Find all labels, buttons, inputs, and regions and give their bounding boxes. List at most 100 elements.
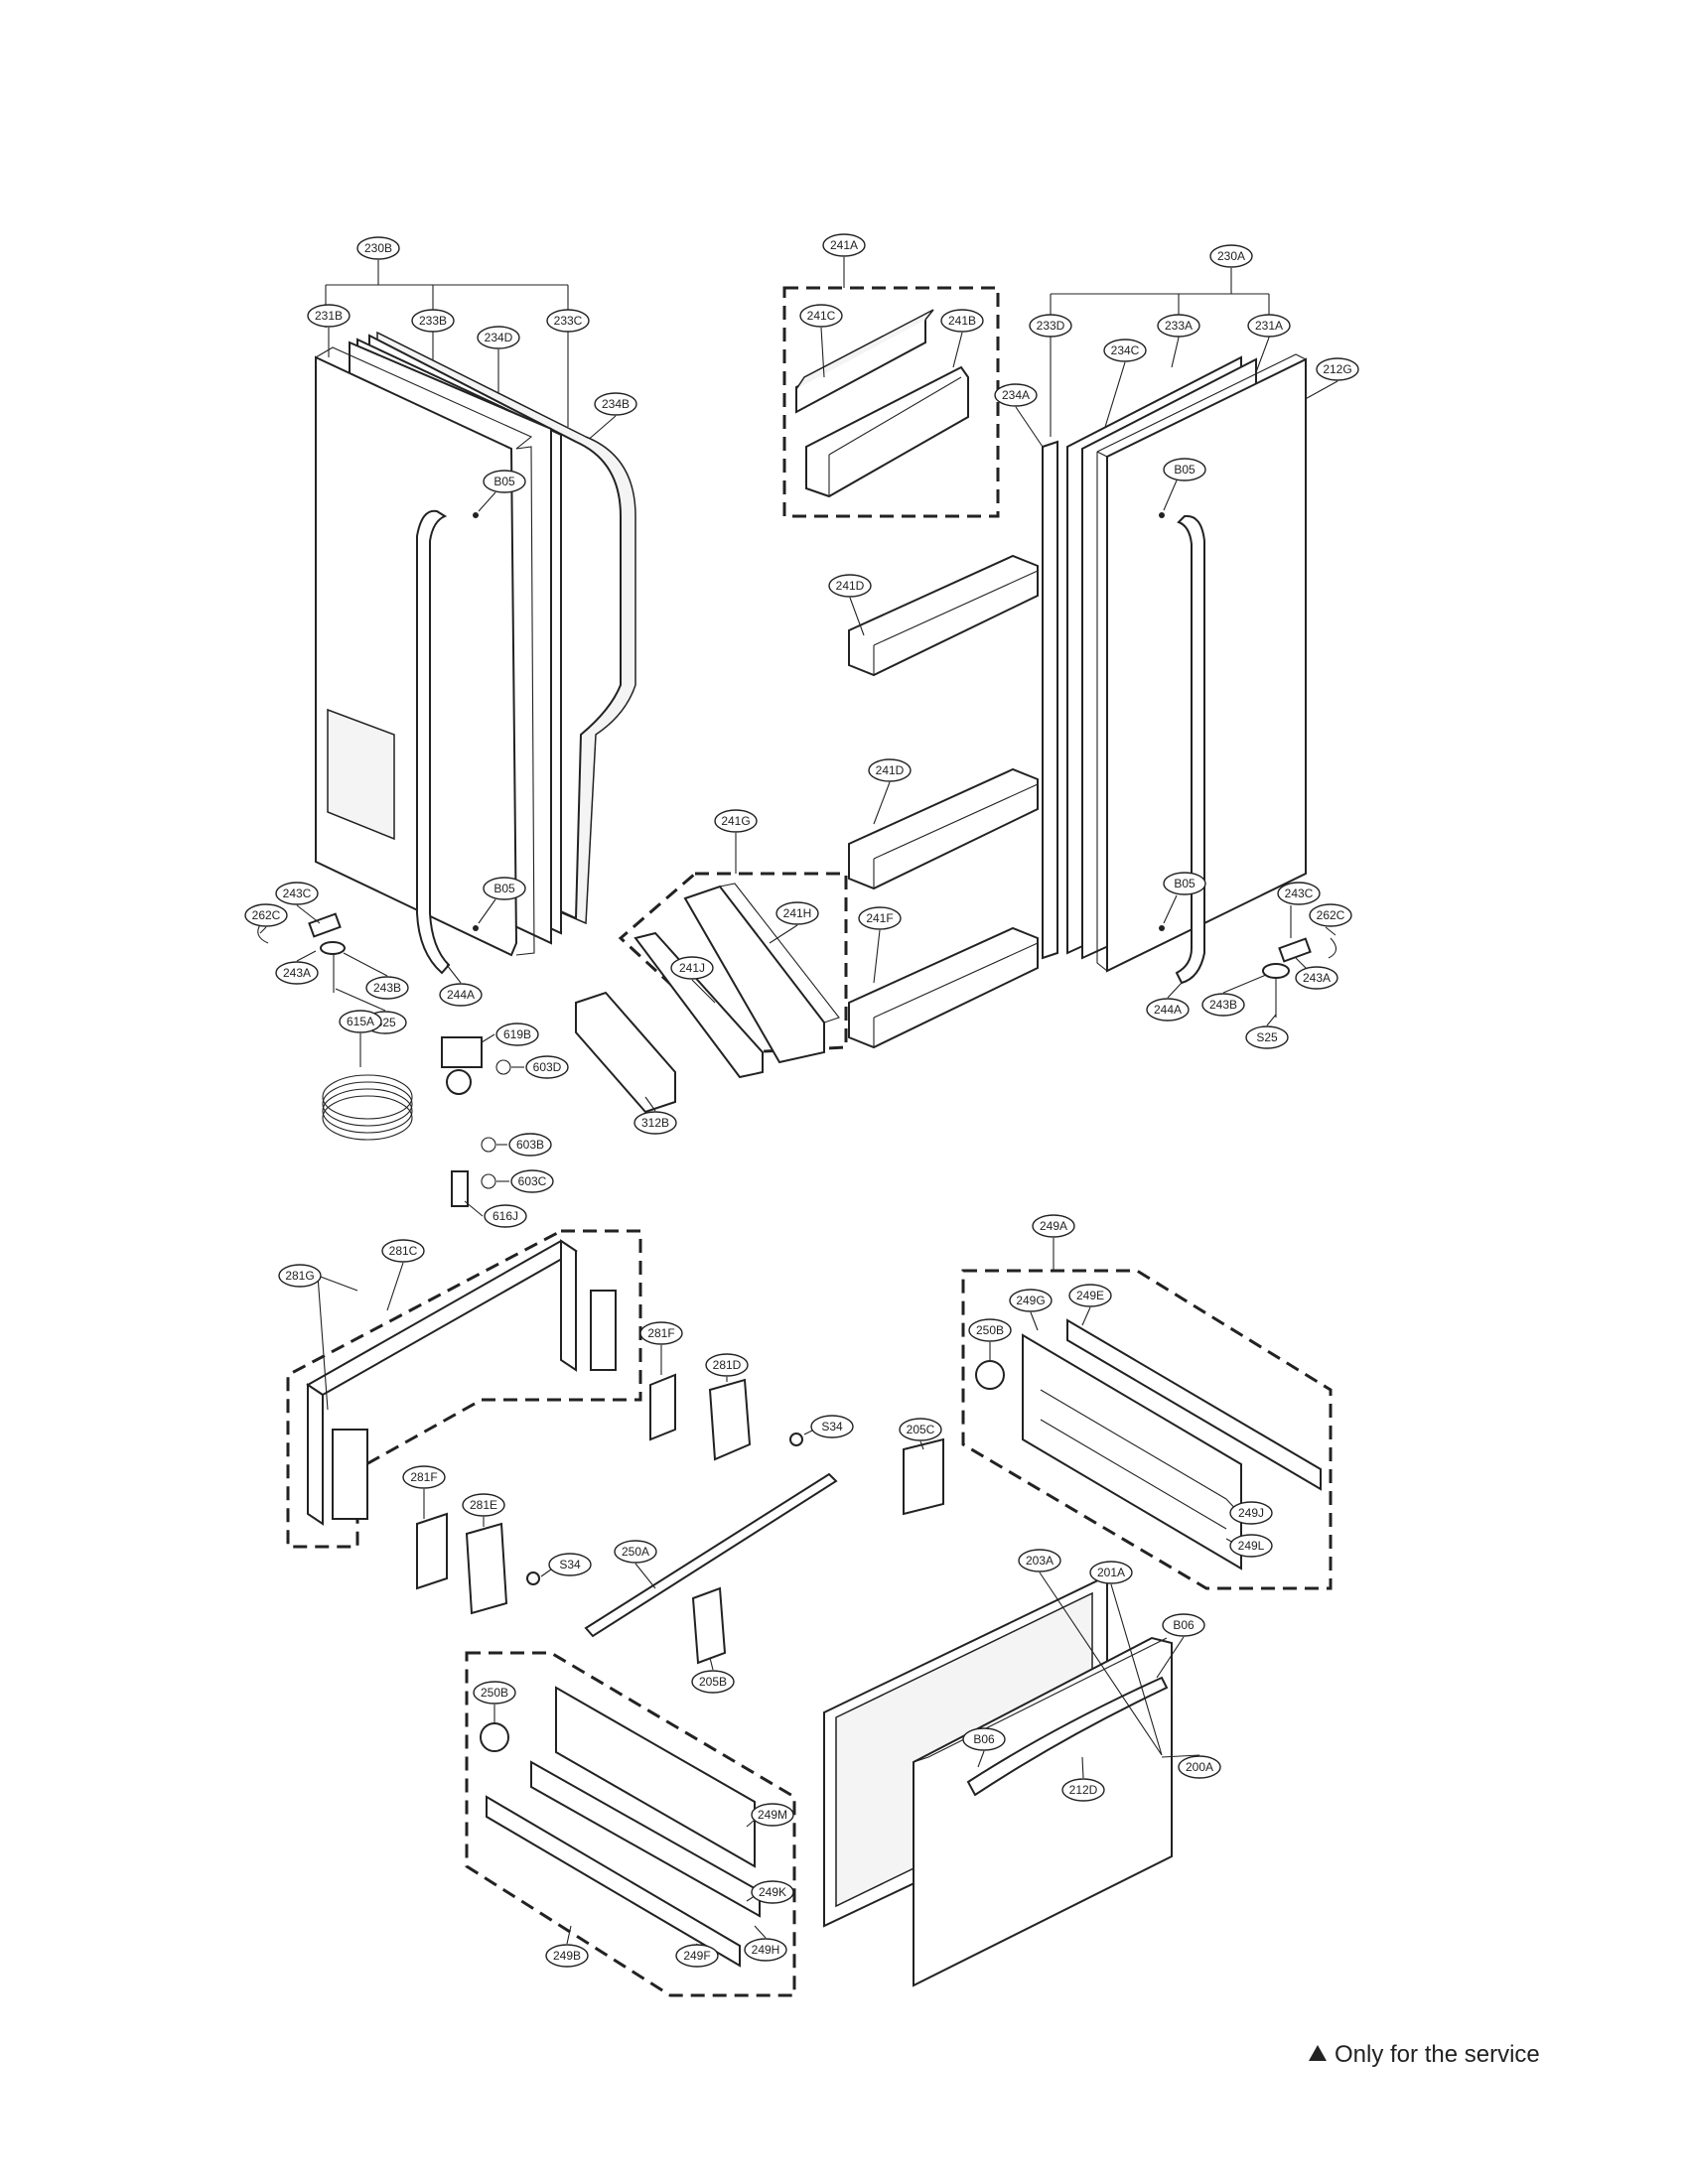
part-label-250b: 250B (968, 1318, 1012, 1342)
part-label-b05: B05 (483, 877, 526, 900)
part-label-bubble (1309, 903, 1352, 927)
footnote-text: Only for the service (1335, 2041, 1540, 2068)
part-label-bubble (868, 758, 912, 782)
part-label-text: 212D (1069, 1783, 1098, 1797)
part-label-bubble (751, 1803, 794, 1827)
part-label-text: S25 (1256, 1030, 1278, 1044)
part-label-201a: 201A (1089, 1561, 1133, 1584)
part-label-text: B06 (1173, 1618, 1195, 1632)
part-label-249g: 249G (1009, 1289, 1053, 1312)
part-label-bubble (1089, 1561, 1133, 1584)
part-label-text: B05 (1174, 463, 1196, 477)
part-label-bubble (1146, 998, 1190, 1022)
part-label-bubble (483, 470, 526, 493)
part-label-text: 249L (1238, 1539, 1265, 1553)
part-label-bubble (810, 1415, 854, 1438)
part-label-bubble (477, 326, 520, 349)
part-label-249e: 249E (1068, 1284, 1112, 1307)
part-label-bubble (675, 1944, 719, 1968)
part-label-281f: 281F (639, 1321, 683, 1345)
part-label-text: 234D (485, 331, 513, 344)
part-label-text: 615A (347, 1015, 374, 1028)
part-label-243c: 243C (275, 882, 319, 905)
part-label-text: 281G (285, 1269, 314, 1283)
part-label-text: 241A (830, 238, 858, 252)
part-label-text: 241C (807, 309, 836, 323)
part-label-231a: 231A (1247, 314, 1291, 338)
part-label-text: 249H (752, 1943, 780, 1957)
part-label-bubble (381, 1239, 425, 1263)
part-label-text: 203A (1026, 1554, 1054, 1568)
part-label-bubble (495, 1023, 539, 1046)
part-label-text: 233D (1037, 319, 1065, 333)
part-label-text: 241J (679, 961, 705, 975)
part-label-text: B06 (973, 1732, 995, 1746)
part-label-281c: 281C (381, 1239, 425, 1263)
part-label-234a: 234A (994, 383, 1038, 407)
water-valve-group (322, 1033, 524, 1217)
part-label-250a: 250A (614, 1540, 657, 1564)
part-label-200a: 200A (1178, 1755, 1221, 1779)
part-label-text: 243A (1303, 971, 1331, 985)
part-label-603c: 603C (510, 1169, 554, 1193)
part-label-241d: 241D (828, 574, 872, 598)
part-label-text: 249M (758, 1808, 787, 1822)
part-label-bubble (1061, 1778, 1105, 1802)
part-label-bubble (244, 903, 288, 927)
door-basket-group (782, 257, 1000, 518)
bin-241g-group (575, 833, 848, 1114)
part-label-234d: 234D (477, 326, 520, 349)
part-label-text: 231A (1255, 319, 1283, 333)
part-label-text: 281E (470, 1498, 497, 1512)
part-label-text: S34 (821, 1420, 843, 1433)
part-label-bubble (1209, 244, 1253, 268)
part-label-230a: 230A (1209, 244, 1253, 268)
part-label-241g: 241G (714, 809, 758, 833)
part-label-243c: 243C (1277, 882, 1321, 905)
rail-281c-group (286, 1229, 821, 1615)
part-label-text: 212G (1323, 362, 1351, 376)
part-label-b05: B05 (1163, 872, 1206, 895)
part-label-bubble (525, 1055, 569, 1079)
part-label-bubble (940, 309, 984, 333)
part-label-bubble (1018, 1549, 1061, 1572)
part-label-212g: 212G (1316, 357, 1359, 381)
part-label-text: 249B (553, 1949, 581, 1963)
part-label-bubble (714, 809, 758, 833)
part-label-text: 234A (1002, 388, 1030, 402)
part-label-bubble (1162, 1613, 1205, 1637)
part-label-bubble (594, 392, 637, 416)
part-label-text: 205B (699, 1675, 727, 1689)
part-label-bubble (1277, 882, 1321, 905)
part-label-212d: 212D (1061, 1778, 1105, 1802)
part-label-bubble (775, 901, 819, 925)
part-label-249f: 249F (675, 1944, 719, 1968)
part-label-bubble (546, 309, 590, 333)
part-label-249a: 249A (1032, 1214, 1075, 1238)
part-label-text: 249G (1016, 1294, 1045, 1307)
part-label-text: 243A (283, 966, 311, 980)
part-label-241a: 241A (822, 233, 866, 257)
part-label-text: 241G (721, 814, 750, 828)
part-label-bubble (411, 309, 455, 333)
part-label-bubble (1103, 339, 1147, 362)
part-label-bubble (962, 1727, 1006, 1751)
misc-rail-parts (584, 1437, 944, 1671)
part-label-text: 603C (518, 1174, 547, 1188)
part-label-text: 250A (622, 1545, 649, 1559)
part-label-text: 249K (759, 1885, 786, 1899)
part-label-249h: 249H (744, 1938, 787, 1962)
part-label-249m: 249M (751, 1803, 794, 1827)
part-label-text: 281D (713, 1358, 742, 1372)
part-label-text: 230B (364, 241, 392, 255)
part-label-bubble (899, 1418, 942, 1441)
part-label-text: 234B (602, 397, 630, 411)
part-label-bubble (278, 1264, 322, 1288)
part-label-text: 233C (554, 314, 583, 328)
part-label-bubble (473, 1681, 516, 1705)
part-label-text: 249A (1040, 1219, 1067, 1233)
door-bins (848, 554, 1039, 1049)
part-label-bubble (356, 236, 400, 260)
part-label-bubble (858, 906, 902, 930)
part-label-bubble (639, 1321, 683, 1345)
